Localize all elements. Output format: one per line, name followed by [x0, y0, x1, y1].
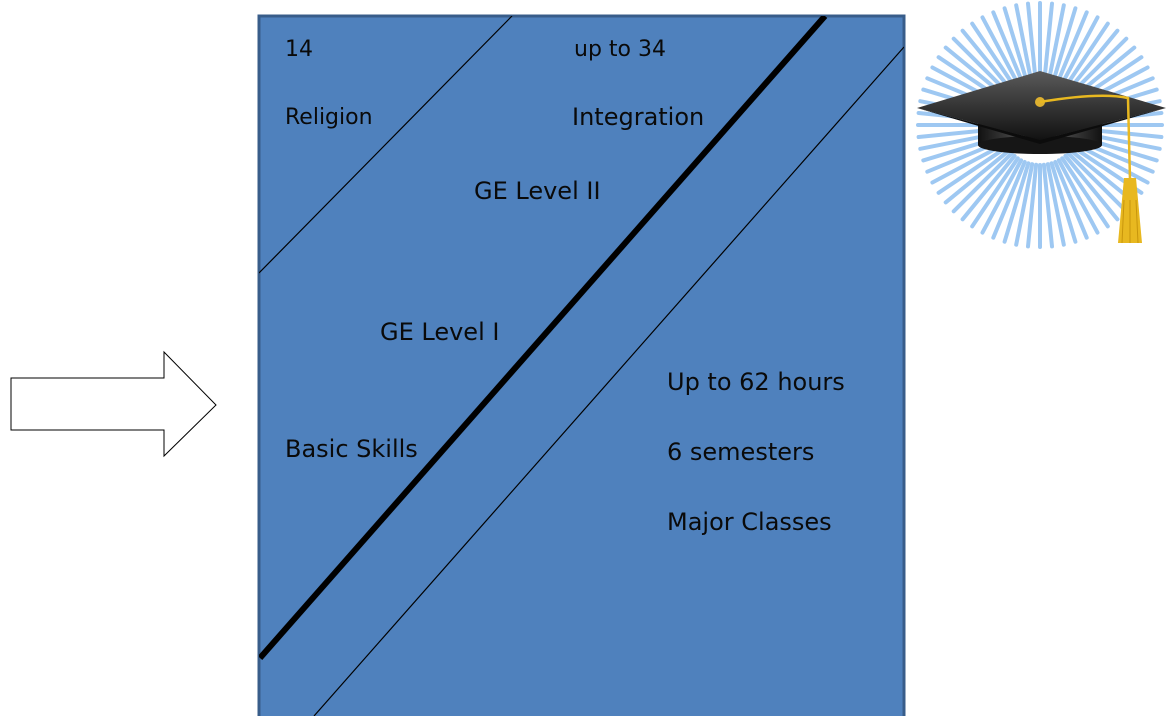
religion-label: Religion — [285, 105, 373, 130]
graduation-cap-icon — [916, 1, 1166, 249]
major-divider-line — [313, 46, 904, 716]
major-hours-label: Up to 62 hours — [667, 368, 845, 396]
basic-skills-label: Basic Skills — [285, 435, 418, 463]
religion-divider-line — [259, 16, 513, 274]
ge-level-1-label: GE Level I — [380, 318, 500, 346]
right-arrow-icon — [10, 350, 217, 458]
religion-hours-label: 14 — [285, 37, 313, 62]
ge-level-2-label: GE Level II — [474, 177, 601, 205]
major-classes-label: Major Classes — [667, 508, 832, 536]
ge-major-divider-line — [259, 16, 828, 660]
integration-hours-label: up to 34 — [574, 37, 666, 62]
major-semesters-label: 6 semesters — [667, 438, 815, 466]
curriculum-panel — [257, 14, 906, 716]
integration-label: Integration — [572, 103, 705, 131]
